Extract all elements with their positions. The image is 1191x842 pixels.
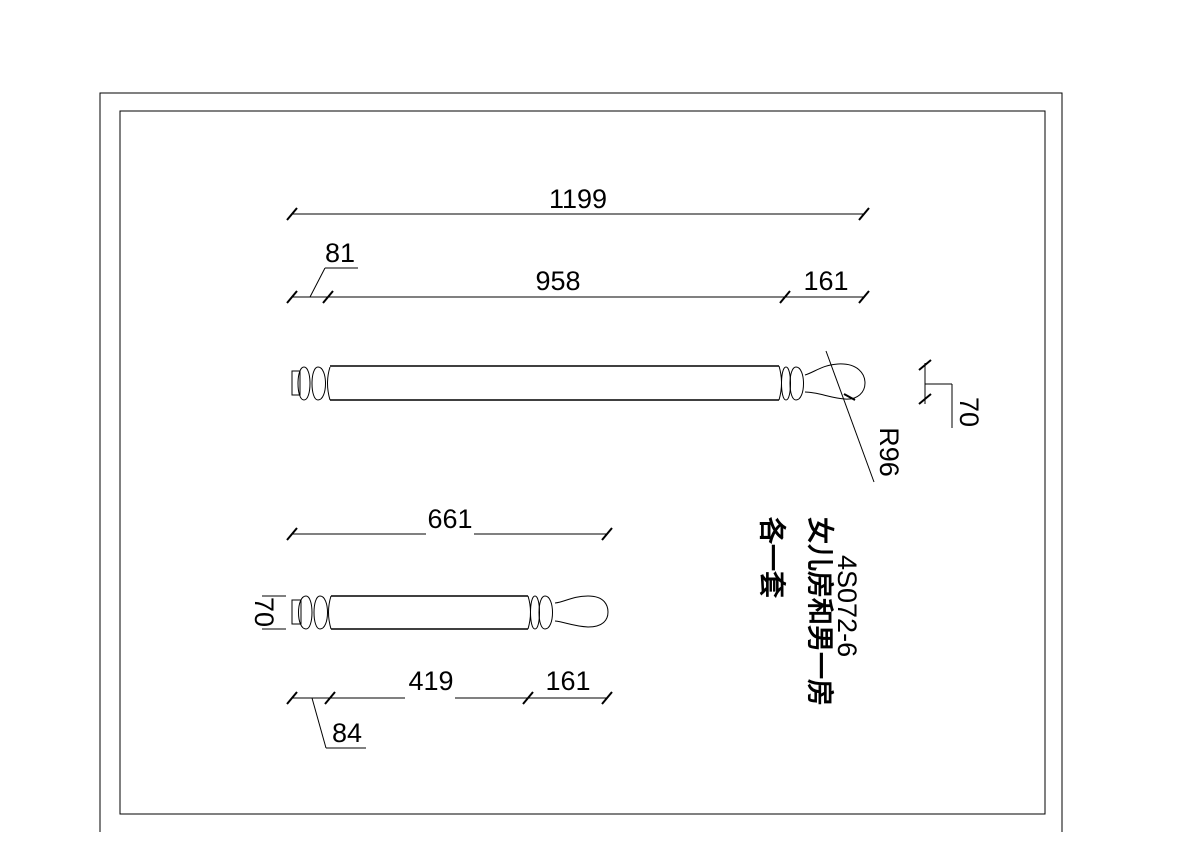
top-rail-shape (291, 363, 866, 401)
drawing-note: 4S072-6 女儿房和男一房 各一套 (756, 516, 862, 706)
bottom-overall-label: 661 (427, 504, 472, 534)
note-rooms: 女儿房和男一房 (804, 517, 836, 706)
top-height-dimension (918, 359, 953, 428)
top-overall-label: 1199 (549, 184, 607, 214)
top-overall-dimension (286, 207, 870, 221)
top-segment-dimension (286, 267, 870, 304)
bottom-overall-dimension (286, 527, 613, 541)
outer-frame (99, 92, 1063, 832)
bottom-middle-segment-label: 419 (408, 666, 453, 696)
radius-leader (825, 350, 875, 483)
note-quantity: 各一套 (756, 516, 788, 598)
top-middle-segment-label: 958 (535, 266, 580, 296)
bottom-left-segment-label: 84 (332, 718, 362, 748)
top-left-segment-label: 81 (325, 238, 355, 268)
note-model: 4S072-6 (832, 555, 862, 657)
inner-frame (119, 110, 1046, 815)
bottom-segment-dimension (286, 691, 613, 749)
bottom-rail-shape (291, 595, 609, 630)
top-height-label: 70 (954, 397, 984, 427)
bottom-right-segment-label: 161 (545, 666, 590, 696)
top-right-segment-label: 161 (803, 266, 848, 296)
bottom-height-dimension (262, 595, 286, 630)
radius-label: R96 (874, 427, 904, 477)
bottom-height-label: 70 (249, 597, 279, 627)
